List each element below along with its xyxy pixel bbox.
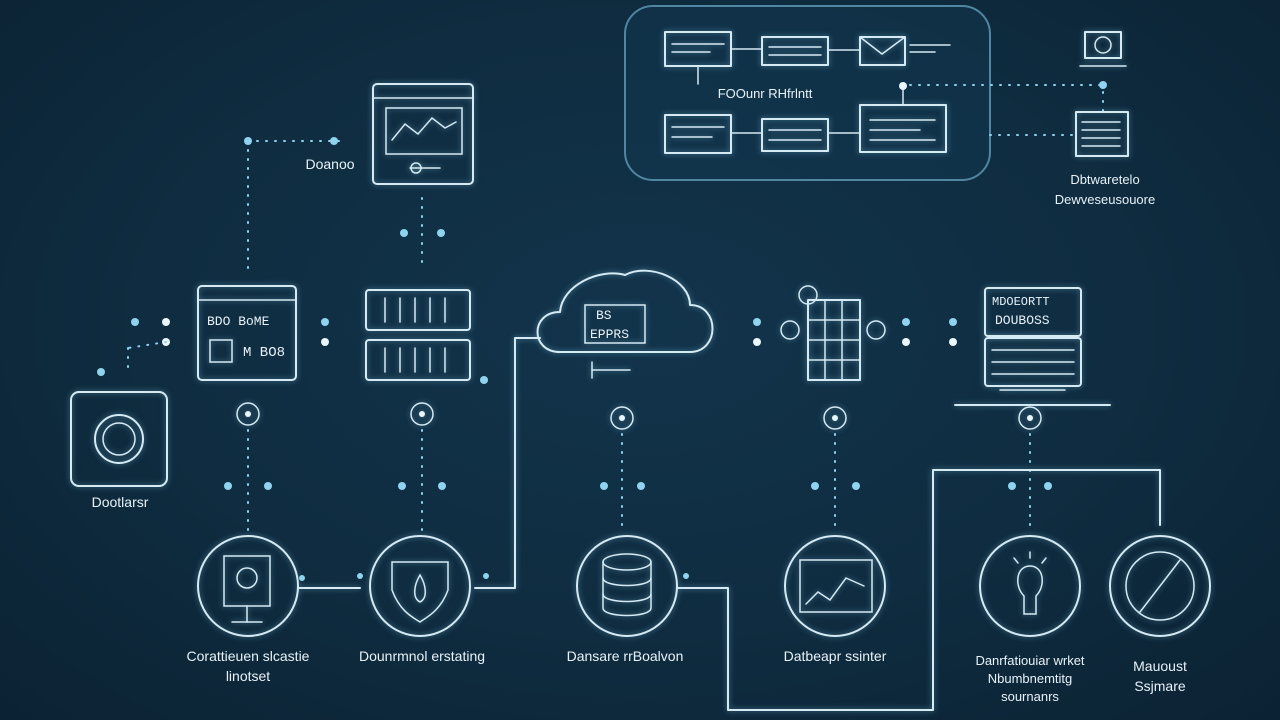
monitor-row-1: MDOEORTT xyxy=(992,295,1050,309)
shield-lock-icon xyxy=(369,535,471,637)
monitor-row-2: DOUBOSS xyxy=(995,313,1050,328)
flow-list-icon xyxy=(761,36,829,66)
security-gauge-icon xyxy=(1109,535,1211,637)
lightbulb-insights-icon xyxy=(979,535,1081,637)
database-icon xyxy=(576,535,678,637)
label-encryption: Dounrmnol erstating xyxy=(358,648,486,664)
label-database: Dansare rrBoalvon xyxy=(566,648,684,664)
server-rack-icon xyxy=(1075,111,1129,157)
server-panel-row1: BDO BoME xyxy=(207,314,270,329)
server-panel-row2: M BO8 xyxy=(243,345,285,361)
dashboard-window-icon xyxy=(372,83,474,185)
connector-pins xyxy=(236,402,1042,430)
label-dashboard: Doanoo xyxy=(305,156,355,172)
label-devices: Dbtwaretelo Dewveseusouore xyxy=(1054,172,1156,207)
label-dashboard-screen: Datbeapr ssinter xyxy=(783,648,887,664)
storage-array-icon xyxy=(365,289,471,381)
label-endpoint: Corattieuen slcastie linotset xyxy=(186,648,310,684)
control-dial-icon xyxy=(70,391,168,487)
envelope-icon xyxy=(859,36,906,66)
endpoint-node-icon xyxy=(197,535,299,637)
data-cube-icon xyxy=(780,285,886,381)
label-flow-title: FOOunr RHfrlntt xyxy=(717,86,813,101)
flow-list-icon-2 xyxy=(761,118,829,152)
monitor-workstation-icon xyxy=(954,287,1111,406)
label-control: Dootlarsr xyxy=(91,494,149,510)
label-insights: Danrfatiouiar wrket Nbumbnemtitg sournan… xyxy=(975,653,1085,704)
cloud-icon xyxy=(536,269,714,379)
cloud-tag-2: EPPRS xyxy=(590,327,629,342)
gauge-device-icon xyxy=(1079,31,1127,67)
server-panel-icon xyxy=(197,285,297,381)
cloud-tag-1: BS xyxy=(596,308,612,323)
label-security: Mauoust Ssjmare xyxy=(1133,658,1187,694)
process-flow-panel xyxy=(624,5,991,181)
flow-document-icon-2 xyxy=(664,114,732,154)
screen-chart-icon xyxy=(784,535,886,637)
process-panel-frame xyxy=(624,5,991,181)
